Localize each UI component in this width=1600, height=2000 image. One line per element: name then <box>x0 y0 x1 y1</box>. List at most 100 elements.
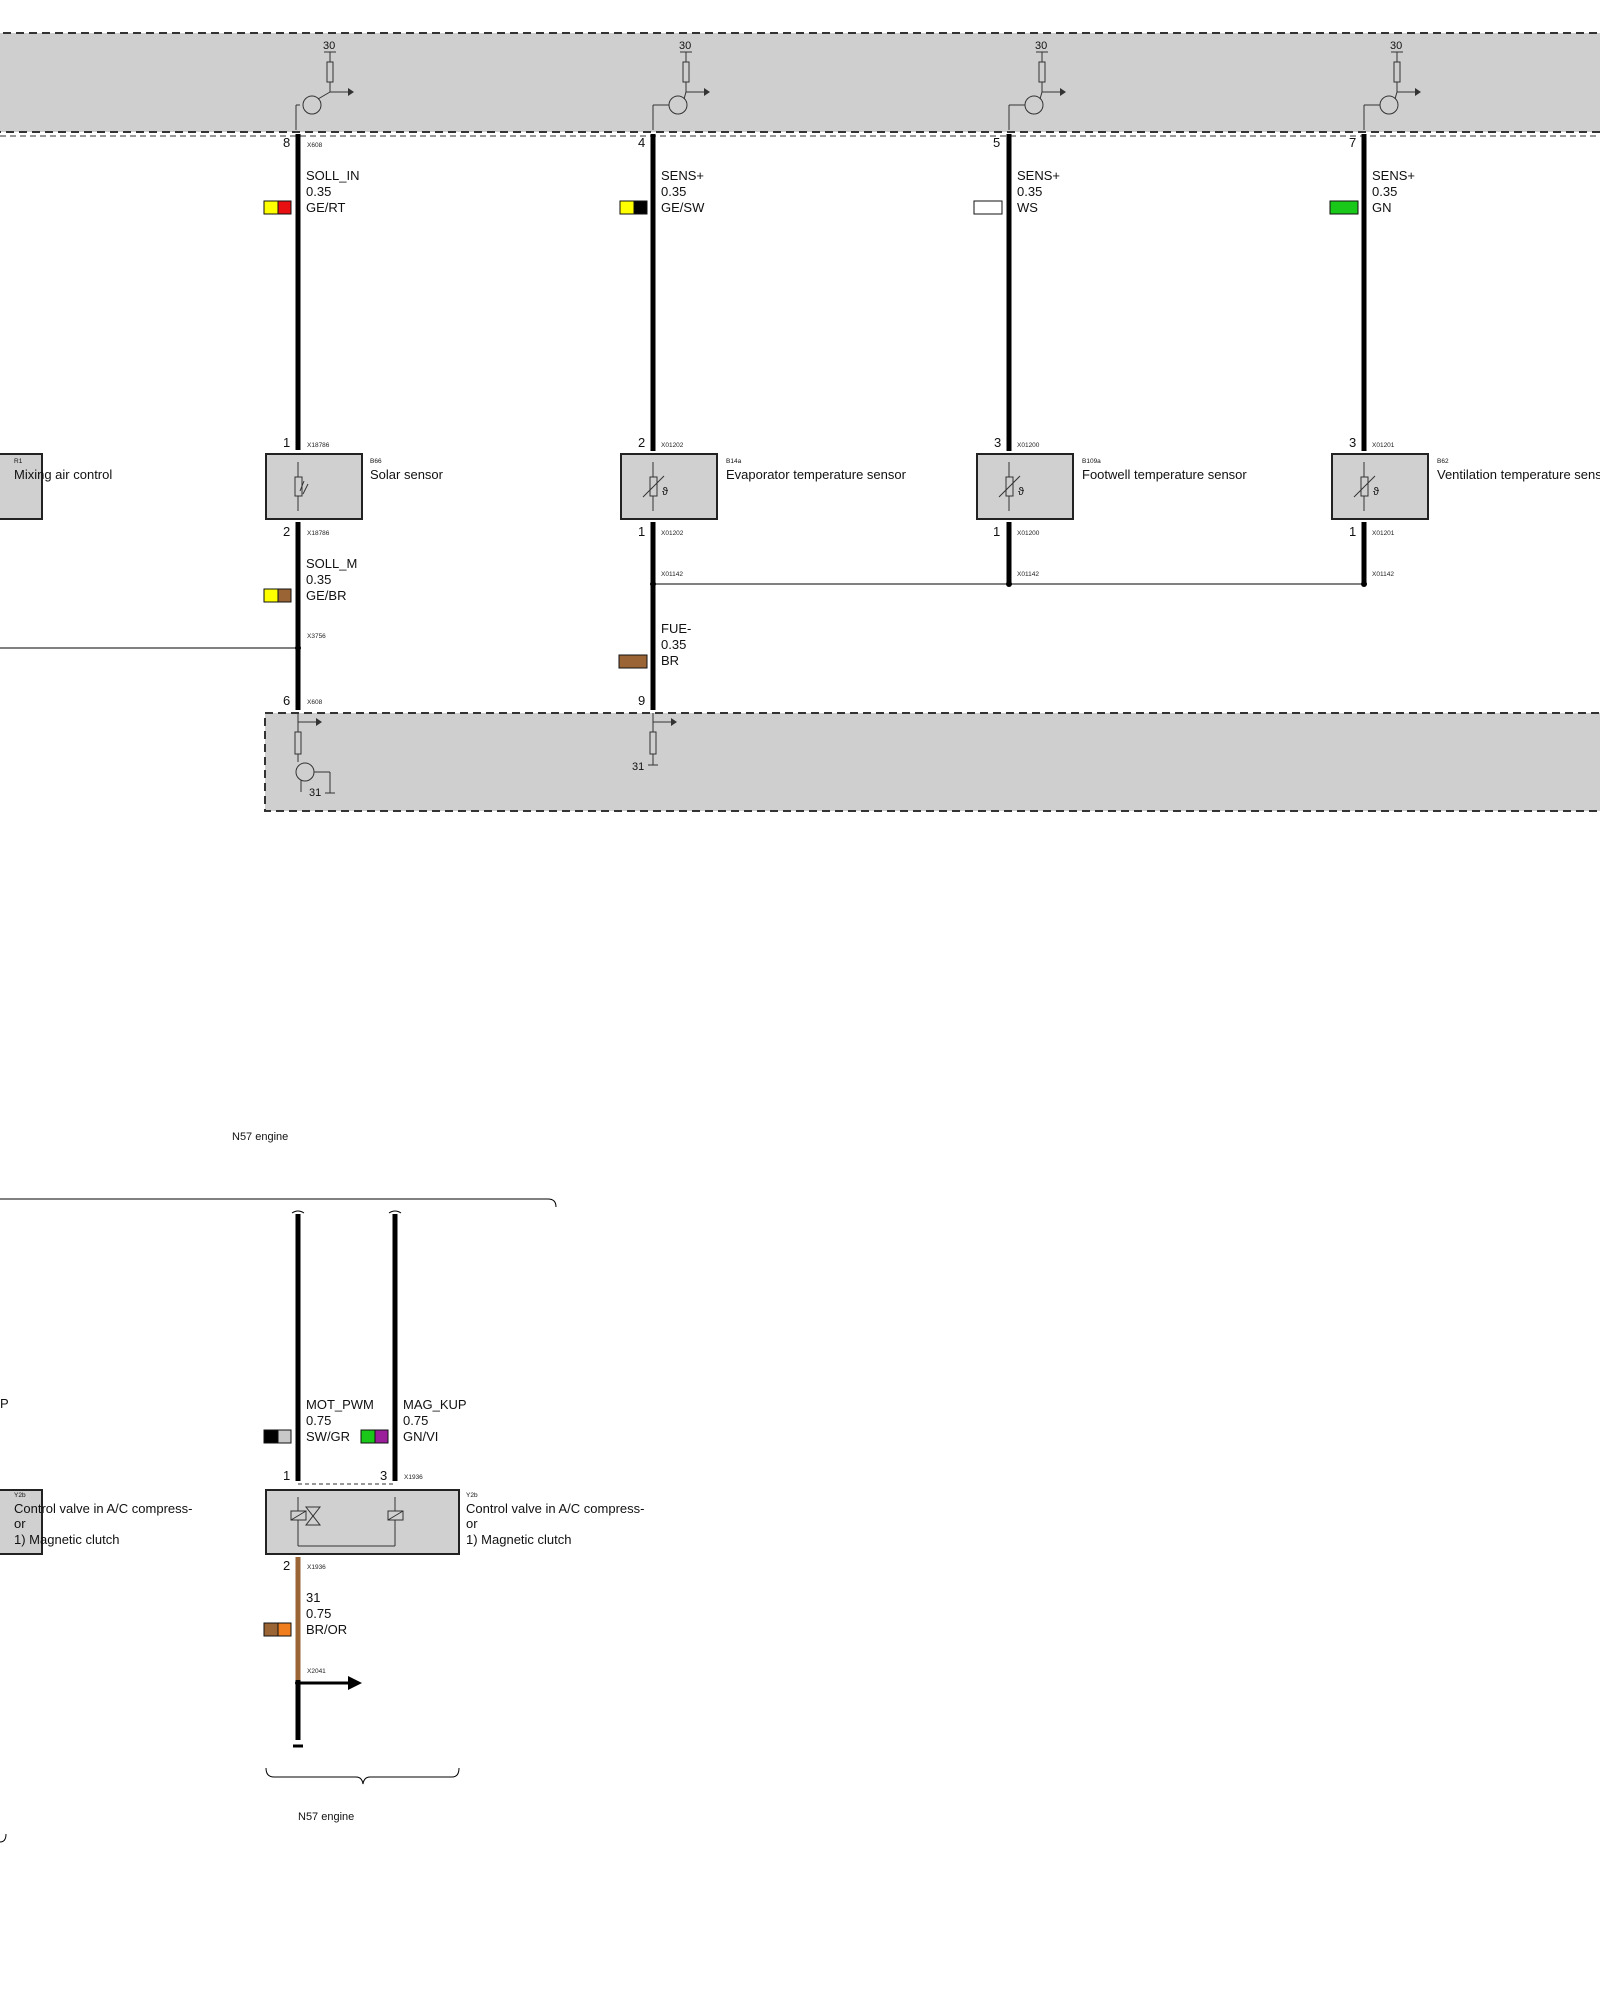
component-id: Y2b <box>14 1492 26 1499</box>
wire-color-code: GE/SW <box>661 200 705 215</box>
component-ventilation-sensor: ϑ B62 Ventilation temperature sensor <box>1331 453 1600 520</box>
signal-name: SOLL_M <box>306 556 357 571</box>
connector-id: X1936 <box>307 1564 326 1571</box>
connector-id: X01200 <box>1017 442 1040 449</box>
engine-brace-bottom <box>265 1767 460 1785</box>
signal-name: SENS+ <box>1017 168 1060 183</box>
component-pin: 3 <box>1349 435 1356 450</box>
ecu-pin: 7 <box>1349 135 1356 150</box>
wire-mot-pwm: MOT_PWM 0.75 SW/GR 1 <box>263 1210 374 1483</box>
theta-symbol: ϑ <box>662 486 668 498</box>
component-evaporator-sensor: ϑ B14a Evaporator temperature sensor <box>620 453 907 520</box>
terminal-30-label: 30 <box>679 40 691 52</box>
theta-symbol: ϑ <box>1373 486 1379 498</box>
connector-id: X01200 <box>1017 530 1040 537</box>
wire-solar-in: 8 X608 SOLL_IN 0.35 GE/RT 1 X18786 <box>263 134 359 450</box>
component-name-line1: Control valve in A/C compress- <box>14 1501 192 1516</box>
wire-color-code: GE/RT <box>306 200 346 215</box>
signal-name: SOLL_IN <box>306 168 359 183</box>
wire-sensor-ground: X01142 X01142 X01142 FUE- 0.35 BR 9 <box>618 522 1394 710</box>
splice-point <box>1361 581 1367 587</box>
engine-bracket-top <box>0 1198 557 1208</box>
component-pin: 1 <box>283 1468 290 1483</box>
component-id: R1 <box>14 458 23 465</box>
connector-id: X608 <box>307 699 323 706</box>
ihka-control-unit-bottom <box>264 712 1600 812</box>
component-name: Footwell temperature sensor <box>1082 467 1247 482</box>
component-solar-sensor: B66 Solar sensor <box>265 453 444 520</box>
wire-color-code: WS <box>1017 200 1038 215</box>
component-pin: 1 <box>993 524 1000 539</box>
wire-ventilation: 7 SENS+ 0.35 GN 3 X01201 <box>1329 134 1415 451</box>
terminal-30-label: 30 <box>1390 40 1402 52</box>
splice-id: X2041 <box>307 1668 326 1675</box>
ecu-input-solar: 31 <box>294 713 335 799</box>
splice-point <box>295 645 301 651</box>
signal-name: FUE- <box>661 621 691 636</box>
splice-point <box>1006 581 1012 587</box>
arrow-right-icon <box>348 1676 362 1690</box>
wire-solar-return: SOLL_M 0.35 GE/BR X3756 6 X608 <box>0 522 357 710</box>
component-name-line2: or <box>466 1516 478 1531</box>
wire-color-swatch-1 <box>263 1429 279 1444</box>
partial-signal-label: P <box>0 1396 9 1411</box>
connector-id: X18786 <box>307 442 330 449</box>
wire-ground-31: 2 X1936 31 0.75 BR/OR X2041 <box>263 1557 362 1748</box>
component-id: B62 <box>1437 458 1449 465</box>
engine-brace-left-partial <box>0 1833 7 1843</box>
ecu-input-ground: 31 <box>632 713 677 773</box>
component-pin: 3 <box>994 435 1001 450</box>
terminal-31-label: 31 <box>309 787 321 799</box>
ecu-pin: 5 <box>993 135 1000 150</box>
component-name-line3: 1) Magnetic clutch <box>14 1532 120 1547</box>
wire-footwell: 5 SENS+ 0.35 WS 3 X01200 <box>973 134 1060 451</box>
signal-name: MAG_KUP <box>403 1397 467 1412</box>
component-pin: 1 <box>638 524 645 539</box>
wire-color-swatch-1 <box>619 200 635 215</box>
signal-name: 31 <box>306 1590 320 1605</box>
wire-color-swatch-2 <box>277 1429 292 1444</box>
component-id: B14a <box>726 458 742 465</box>
wire-color-swatch-2 <box>277 1622 292 1637</box>
wire-size: 0.35 <box>1372 184 1397 199</box>
wire-color-swatch <box>973 200 1003 215</box>
wire-size: 0.35 <box>306 572 331 587</box>
connector-id: X18786 <box>307 530 330 537</box>
wire-color-swatch-1 <box>360 1429 376 1444</box>
wire-size: 0.35 <box>661 184 686 199</box>
component-name-line3: 1) Magnetic clutch <box>466 1532 572 1547</box>
signal-name: MOT_PWM <box>306 1397 374 1412</box>
wire-color-code: GE/BR <box>306 588 346 603</box>
component-name-line1: Control valve in A/C compress- <box>466 1501 644 1516</box>
wire-color-code: GN <box>1372 200 1392 215</box>
wire-color-swatch-1 <box>263 1622 279 1637</box>
wire-size: 0.75 <box>306 1413 331 1428</box>
ecu-pin: 9 <box>638 693 645 708</box>
splice-id: X01142 <box>661 571 683 578</box>
splice-id: X01142 <box>1017 571 1039 578</box>
ecu-driver-3: 30 <box>1008 40 1066 130</box>
terminal-31-label: 31 <box>632 761 644 773</box>
ecu-pin: 4 <box>638 135 645 150</box>
wire-color-swatch-2 <box>374 1429 389 1444</box>
component-id: B109a <box>1082 458 1101 465</box>
wire-color-swatch-2 <box>277 200 292 215</box>
wire-color-swatch <box>618 654 648 669</box>
wire-color-code: SW/GR <box>306 1429 350 1444</box>
ecu-pin: 8 <box>283 135 290 150</box>
splice-point <box>650 581 656 587</box>
splice-id: X3756 <box>307 633 326 640</box>
terminal-30-label: 30 <box>323 40 335 52</box>
connector-id: X01201 <box>1372 442 1395 449</box>
wire-size: 0.35 <box>661 637 686 652</box>
wire-color-swatch-2 <box>633 200 648 215</box>
terminal-30-label: 30 <box>1035 40 1047 52</box>
wire-color-code: BR/OR <box>306 1622 347 1637</box>
ecu-driver-4: 30 <box>1363 40 1421 130</box>
component-id: Y2b <box>466 1492 478 1499</box>
ecu-driver-1: 30 <box>295 40 354 130</box>
component-y2b-control-valve: Y2b Control valve in A/C compress- or 1)… <box>265 1489 644 1555</box>
component-name: Solar sensor <box>370 467 444 482</box>
component-pin: 2 <box>638 435 645 450</box>
